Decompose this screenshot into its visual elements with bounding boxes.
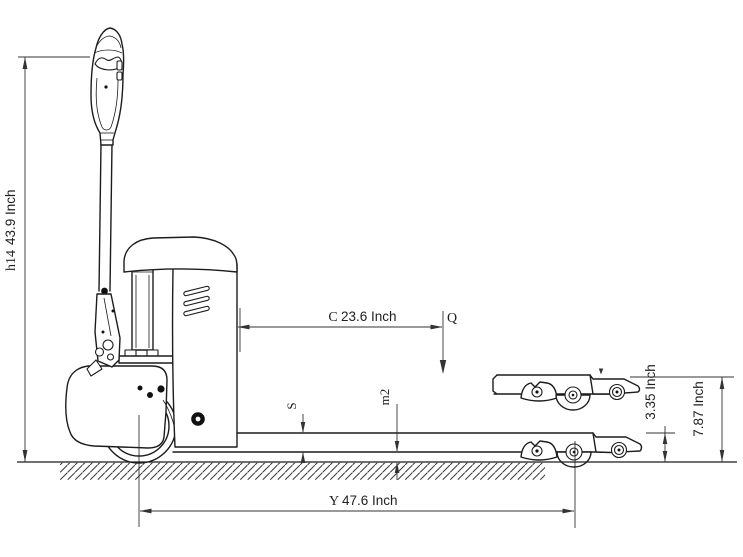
dim-lowered-fork-height: 3.35 Inch bbox=[643, 364, 675, 462]
cover-bolts bbox=[137, 385, 165, 398]
dim-load-center: C 23.6 Inch bbox=[237, 309, 443, 330]
vent-slots bbox=[183, 285, 210, 317]
fork-lowered bbox=[172, 432, 643, 468]
pallet-truck-drawing bbox=[17, 27, 737, 480]
tiller-head bbox=[90, 27, 125, 146]
dim-wheelbase: Y 47.6 Inch bbox=[138, 415, 576, 528]
fork-raised bbox=[492, 368, 641, 411]
chassis-top-cover bbox=[123, 236, 238, 273]
tip-roller-lowered bbox=[610, 441, 628, 459]
hydraulic-cylinder bbox=[118, 261, 180, 364]
tiller-shaft bbox=[98, 143, 113, 295]
ground bbox=[17, 461, 737, 480]
dim-lowered-fork-height-value: 3.35 Inch bbox=[643, 364, 658, 420]
tiller-pivot-linkage bbox=[86, 293, 121, 377]
tiller-button-upper bbox=[116, 60, 123, 71]
dim-ground-clearance-symbol: m2 bbox=[377, 389, 392, 406]
dim-fork-thickness-symbol: S bbox=[284, 402, 299, 409]
motor-cover bbox=[65, 365, 168, 449]
tip-roller-raised bbox=[608, 383, 626, 401]
dim-ground-clearance: m2 bbox=[377, 389, 400, 480]
dim-load-point: Q bbox=[439, 311, 457, 374]
dim-wheelbase-symbol: Y bbox=[329, 494, 339, 509]
dim-load-center-value: 23.6 Inch bbox=[341, 309, 397, 324]
dim-fork-thickness: S bbox=[284, 402, 306, 463]
dim-tiller-height: h14 43.9 Inch bbox=[3, 56, 90, 462]
dim-load-center-symbol: C bbox=[328, 310, 337, 325]
tiller-button-lower bbox=[116, 71, 123, 81]
dim-raised-fork-height: 7.87 Inch bbox=[630, 376, 734, 462]
dim-wheelbase-value: 47.6 Inch bbox=[342, 493, 398, 508]
dim-raised-fork-height-value: 7.87 Inch bbox=[691, 381, 706, 437]
dim-tiller-height-symbol: h14 bbox=[4, 250, 19, 271]
raised-position-tick bbox=[598, 368, 604, 375]
dim-tiller-height-value: 43.9 Inch bbox=[3, 189, 18, 245]
ground-hatch bbox=[60, 462, 545, 480]
release-hub bbox=[191, 412, 205, 426]
dim-load-point-symbol: Q bbox=[447, 311, 457, 326]
